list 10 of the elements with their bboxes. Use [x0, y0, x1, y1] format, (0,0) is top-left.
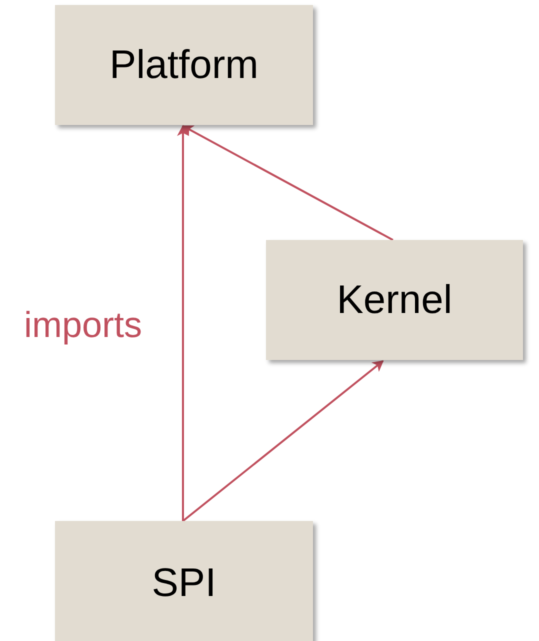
arrow: [176, 125, 189, 521]
arrow: [182, 125, 394, 241]
process-box: [55, 521, 313, 641]
edge-label: imports: [24, 304, 142, 346]
box-label: Platform: [110, 42, 258, 88]
process-box: [266, 240, 523, 360]
process-box: [55, 5, 313, 125]
box-label: Kernel: [336, 278, 452, 322]
arrow: [182, 360, 384, 522]
box-label: SPI: [152, 561, 216, 606]
